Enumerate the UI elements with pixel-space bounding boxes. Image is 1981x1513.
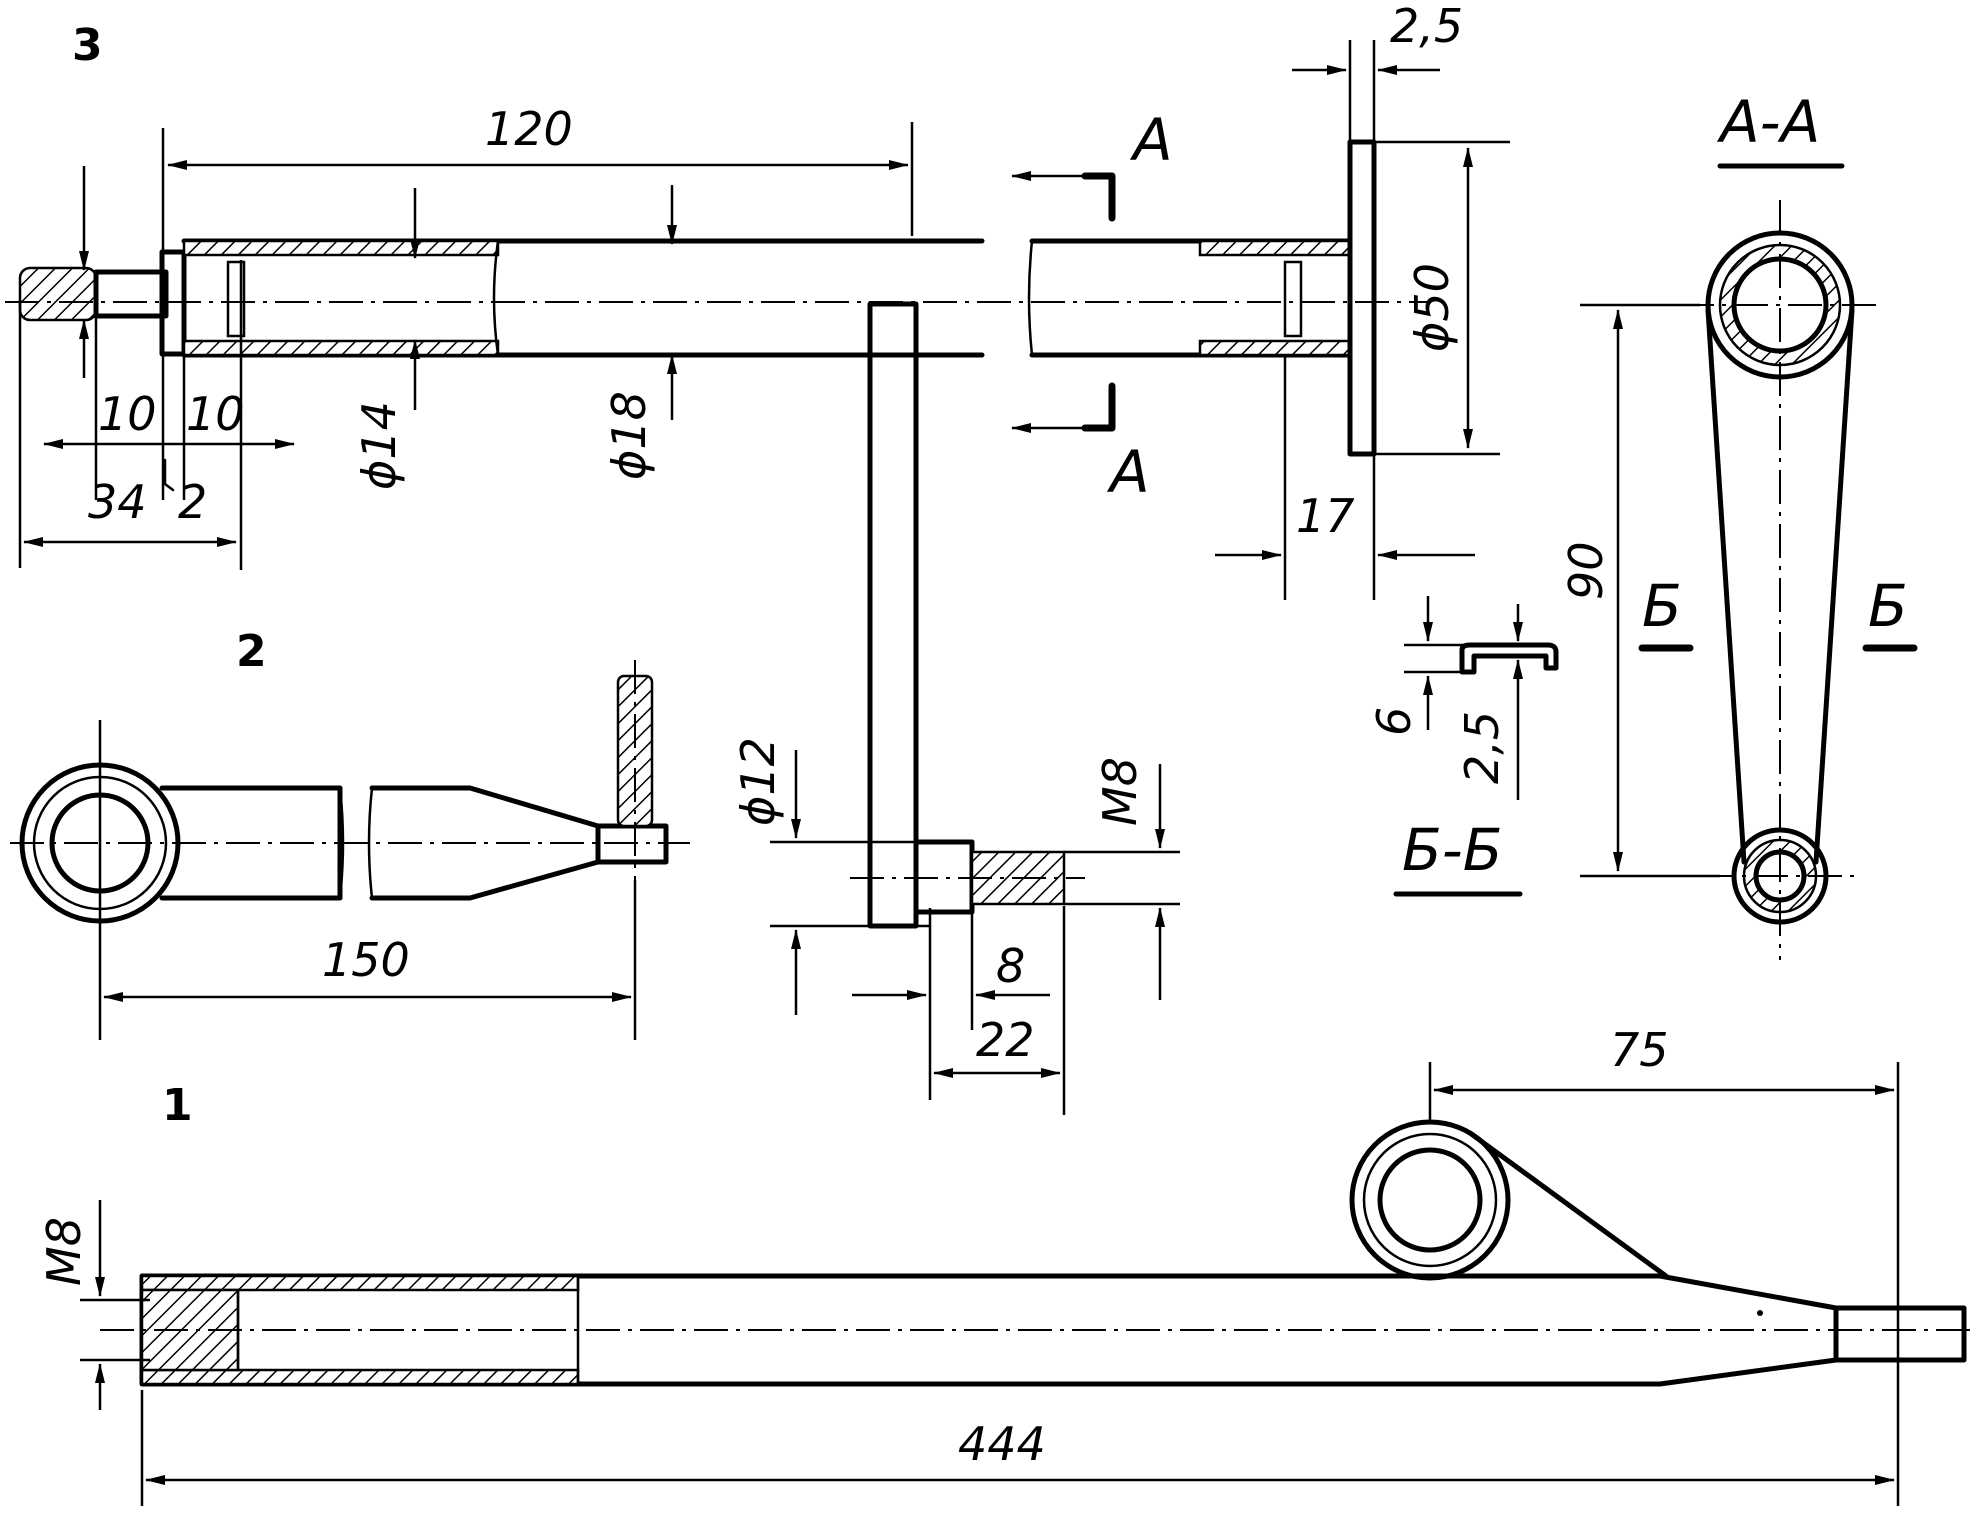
dim-8: 8 (996, 939, 1025, 993)
section-bb-profile (1459, 642, 1559, 675)
shaft-wall-top-right (1198, 239, 1352, 257)
shaft-threaded-end (18, 266, 98, 322)
shaft-wall-top-left (182, 239, 500, 257)
dim-75: 75 (1610, 1023, 1669, 1077)
lever-stud (616, 674, 654, 828)
part-number-1: 1 (162, 1080, 193, 1131)
shaft-flange (1347, 139, 1377, 457)
section-aa-label: A-A (1716, 88, 1820, 156)
dim-dia-18: ϕ18 (602, 391, 656, 480)
cut-b-right: Б (1868, 572, 1908, 640)
shaft-inner-plug-left (226, 260, 246, 338)
part-number-3: 3 (72, 20, 103, 71)
dim-dia-12: ϕ12 (731, 737, 785, 826)
dim-444: 444 (958, 1417, 1046, 1471)
dim-2-5-profile: 2,5 (1455, 711, 1509, 784)
cut-a-top: A (1129, 106, 1173, 174)
dim-22: 22 (976, 1013, 1035, 1067)
dim-m8-bar: M8 (37, 1217, 91, 1286)
section-bb-label: Б-Б (1402, 816, 1503, 884)
shaft-journal (93, 269, 169, 319)
section-a-a: A-A 90 Б Б (1559, 88, 1918, 960)
cut-a-bottom: A (1106, 438, 1150, 506)
dim-10-right: 10 (186, 387, 245, 441)
part-1-link-bar: 1 75 444 M8 (37, 1023, 1975, 1506)
dim-2-5-flange: 2,5 (1390, 0, 1463, 53)
shaft-wall-bottom-right (1198, 339, 1352, 357)
dim-34: 34 (88, 475, 147, 529)
dim-90: 90 (1559, 541, 1613, 600)
section-b-b: 6 2,5 Б-Б (1367, 596, 1559, 897)
dim-120: 120 (485, 102, 573, 156)
shaft-wall-bottom-left (182, 339, 500, 357)
dim-dia-14: ϕ14 (352, 401, 406, 490)
crank: ϕ12 M8 8 22 (731, 301, 1180, 1115)
crank-arm (867, 301, 919, 929)
part-2-lever: 2 150 (10, 626, 690, 1040)
dim-2: 2 (178, 475, 207, 529)
dim-dia-50: ϕ50 (1405, 263, 1459, 352)
part-number-2: 2 (236, 626, 267, 677)
dim-10-left: 10 (98, 387, 157, 441)
dim-17: 17 (1296, 489, 1355, 543)
dim-6: 6 (1367, 707, 1421, 736)
dim-150: 150 (322, 933, 410, 987)
cut-b-left: Б (1642, 572, 1682, 640)
shaft-inner-plug-right (1283, 260, 1303, 338)
part-3-shaft: 3 120 ϕ14 ϕ18 (5, 0, 1510, 600)
dim-m8-crank: M8 (1093, 757, 1147, 826)
link-bar-end-pin (1833, 1305, 1967, 1363)
